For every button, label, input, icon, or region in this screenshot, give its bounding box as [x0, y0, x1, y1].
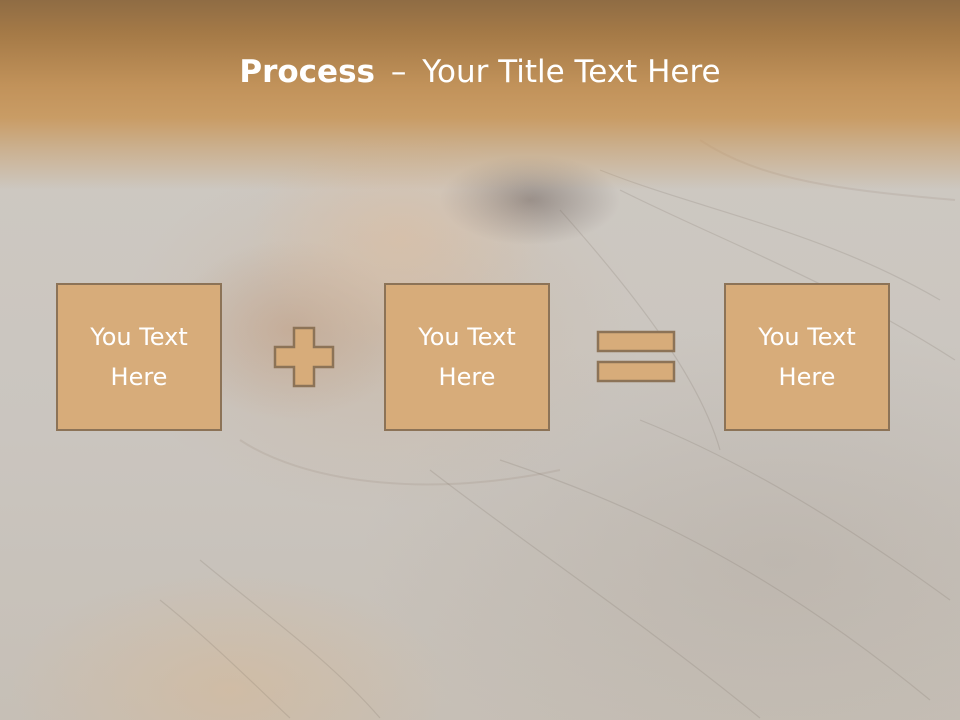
- process-box-1[interactable]: You Text Here: [56, 283, 222, 431]
- title-band: [0, 0, 960, 190]
- process-box-2[interactable]: You Text Here: [384, 283, 550, 431]
- process-box-1-text[interactable]: You Text Here: [90, 323, 188, 391]
- title-text: Your Title Text Here: [422, 54, 721, 90]
- plus-icon: [273, 326, 335, 388]
- process-box-2-text[interactable]: You Text Here: [418, 323, 516, 391]
- title-bold: Process: [239, 54, 375, 90]
- process-box-3[interactable]: You Text Here: [724, 283, 890, 431]
- equals-icon: [596, 330, 676, 383]
- process-box-3-text[interactable]: You Text Here: [758, 323, 856, 391]
- title-separator: –: [390, 54, 407, 90]
- slide-title: Process – Your Title Text Here: [0, 54, 960, 90]
